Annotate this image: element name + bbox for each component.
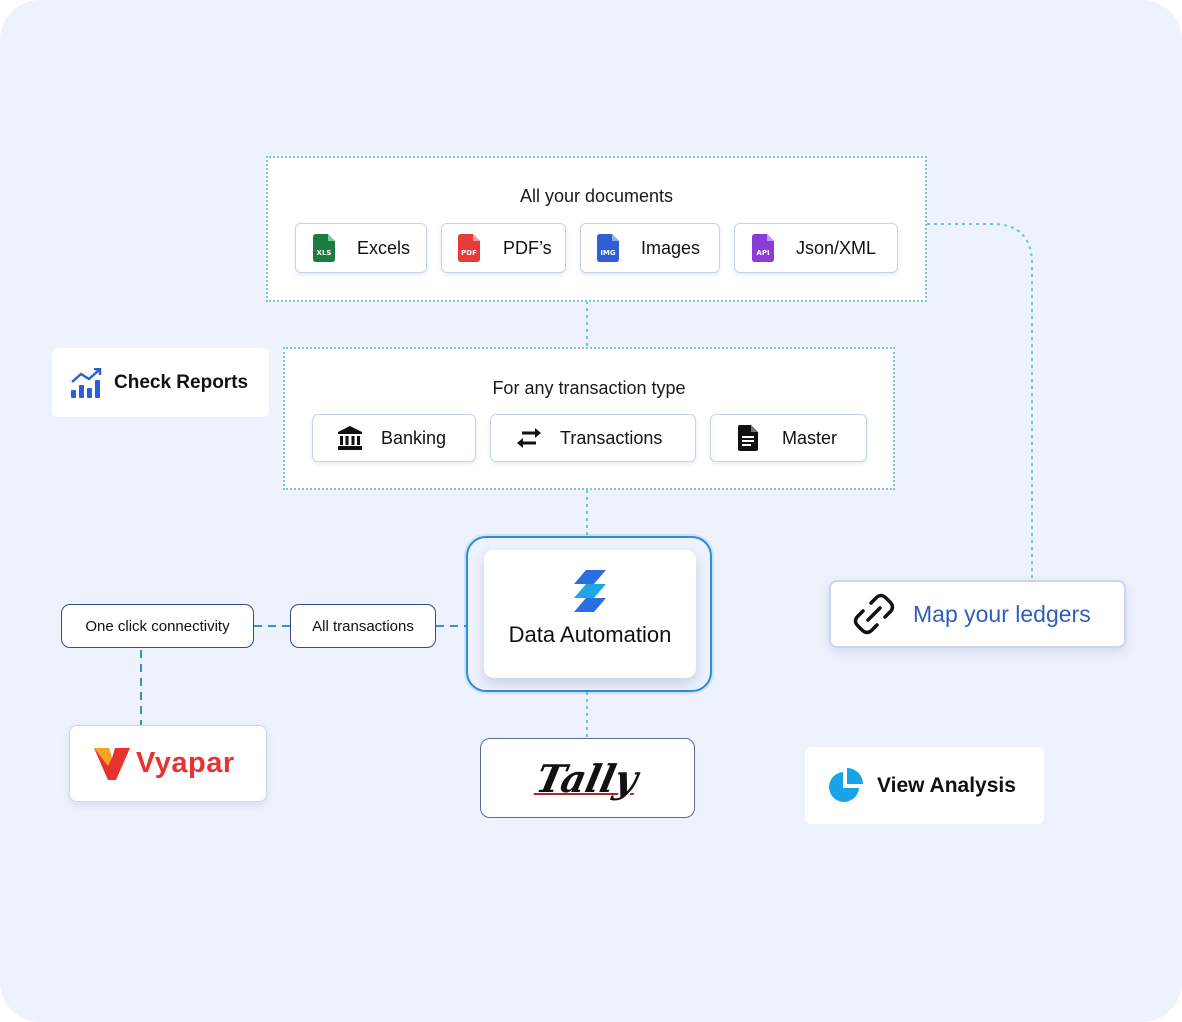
doc-chip-pdfs[interactable]: PDF PDF’s (441, 223, 566, 273)
doc-chip-images[interactable]: IMG Images (580, 223, 720, 273)
check-reports-label: Check Reports (114, 371, 249, 393)
svg-text:XLS: XLS (317, 249, 332, 257)
all-transactions-pill[interactable]: All transactions (290, 604, 436, 648)
doc-chip-label: PDF’s (503, 237, 552, 258)
svg-text:IMG: IMG (600, 249, 616, 257)
vyapar-card[interactable]: Vyapar (69, 725, 267, 802)
type-chip-banking[interactable]: Banking (312, 414, 476, 462)
pdf-file-icon: PDF (458, 234, 480, 262)
vyapar-logo-icon (94, 746, 130, 782)
bar-chart-icon (70, 367, 102, 398)
link-icon (853, 593, 895, 635)
view-analysis-card[interactable]: View Analysis (805, 747, 1044, 824)
api-file-icon: API (752, 234, 774, 262)
check-reports-card[interactable]: Check Reports (52, 348, 269, 417)
type-chip-label: Master (782, 427, 838, 448)
doc-chip-label: Json/XML (796, 237, 877, 258)
doc-chip-label: Images (641, 237, 701, 258)
pie-chart-icon (827, 767, 863, 804)
type-chip-label: Transactions (560, 427, 663, 448)
type-chip-label: Banking (381, 427, 447, 448)
excel-file-icon: XLS (313, 234, 335, 262)
doc-chip-json-xml[interactable]: API Json/XML (734, 223, 898, 273)
tally-logo-wordmark: Tally (532, 755, 643, 801)
map-ledgers-card[interactable]: Map your ledgers (829, 580, 1126, 648)
svg-text:API: API (756, 249, 769, 257)
swap-arrows-icon (516, 428, 542, 448)
doc-chip-excels[interactable]: XLS Excels (295, 223, 427, 273)
view-analysis-label: View Analysis (877, 773, 1016, 797)
documents-title: All your documents (519, 186, 674, 206)
type-chip-transactions[interactable]: Transactions (490, 414, 696, 462)
vyapar-wordmark: Vyapar (136, 747, 235, 779)
svg-text:PDF: PDF (461, 249, 477, 257)
image-file-icon: IMG (597, 234, 619, 262)
tally-card[interactable]: Tally (480, 738, 695, 818)
automation-logo-icon (572, 570, 608, 612)
bank-icon (337, 425, 363, 451)
map-ledgers-label: Map your ledgers (913, 600, 1091, 627)
one-click-connectivity-pill[interactable]: One click connectivity (61, 604, 254, 648)
transaction-types-title: For any transaction type (492, 378, 686, 398)
document-icon (738, 425, 758, 451)
automation-label: Data Automation (508, 622, 672, 647)
type-chip-master[interactable]: Master (710, 414, 867, 462)
doc-chip-label: Excels (357, 237, 411, 258)
automation-card[interactable]: Data Automation (484, 550, 696, 678)
